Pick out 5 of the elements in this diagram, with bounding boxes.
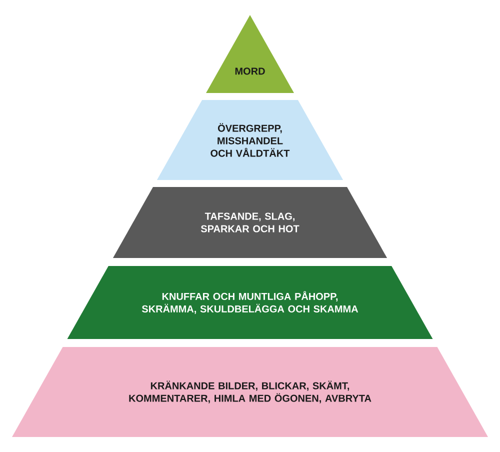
pyramid-level: KRÄNKANDE BILDER, BLICKAR, SKÄMT, KOMMENTARER, HIMLA MED ÖGONEN, AVBRYTA <box>12 347 488 437</box>
pyramid-top-triangle: MORD <box>206 15 294 93</box>
pyramid-level: KNUFFAR OCH MUNTLIGA PÅHOPP, SKRÄMMA, SKULDBELÄGGA OCH SKAMMA <box>67 266 433 339</box>
pyramid-level: TAFSANDE, SLAG, SPARKAR OCH HOT <box>112 187 388 258</box>
pyramid-level: ÖVERGREPP, MISSHANDEL OCH VÅLDTÄKT <box>156 100 344 180</box>
